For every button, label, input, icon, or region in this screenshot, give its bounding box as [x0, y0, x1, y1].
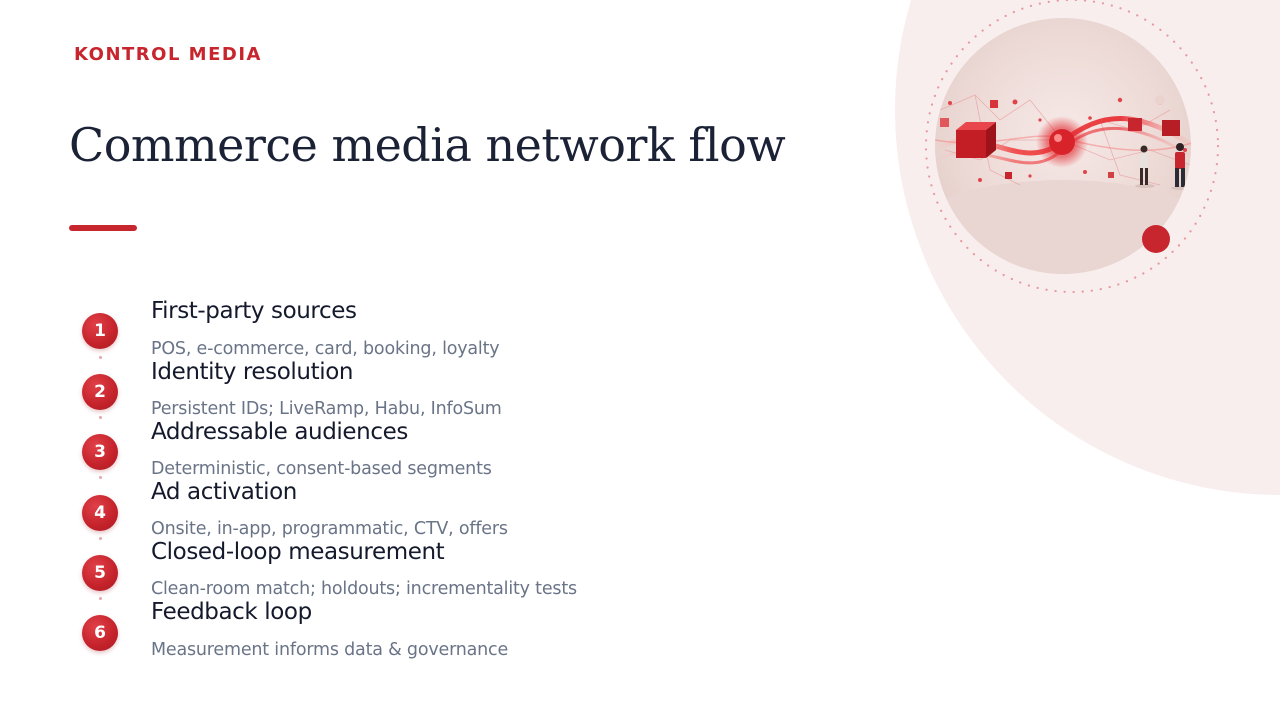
step-heading: Feedback loop	[151, 599, 312, 625]
step-heading: Closed-loop measurement	[151, 539, 445, 565]
connector-dot	[99, 476, 102, 479]
accent-dot	[1142, 225, 1170, 253]
step-description: POS, e-commerce, card, booking, loyalty	[151, 339, 500, 359]
step-description: Persistent IDs; LiveRamp, Habu, InfoSum	[151, 399, 502, 419]
step-number-badge: 3	[82, 434, 118, 470]
connector-dot	[99, 597, 102, 600]
step-description: Deterministic, consent-based segments	[151, 459, 492, 479]
step-description: Clean-room match; holdouts; incrementali…	[151, 579, 577, 599]
step-number-badge: 2	[82, 374, 118, 410]
step-description: Onsite, in-app, programmatic, CTV, offer…	[151, 519, 508, 539]
brand-logo: KONTROL MEDIA	[74, 44, 262, 65]
dotted-ring	[924, 0, 1220, 294]
step-number-badge: 5	[82, 555, 118, 591]
connector-dot	[99, 356, 102, 359]
step-number-badge: 1	[82, 313, 118, 349]
step-heading: Identity resolution	[151, 359, 354, 385]
step-heading: First-party sources	[151, 298, 357, 324]
connector-dot	[99, 416, 102, 419]
step-description: Measurement informs data & governance	[151, 640, 509, 660]
step-number-badge: 6	[82, 615, 118, 651]
step-heading: Ad activation	[151, 479, 297, 505]
slide-title: Commerce media network flow	[69, 118, 786, 172]
step-number-badge: 4	[82, 495, 118, 531]
title-accent-bar	[69, 225, 137, 231]
connector-dot	[99, 537, 102, 540]
step-heading: Addressable audiences	[151, 419, 408, 445]
